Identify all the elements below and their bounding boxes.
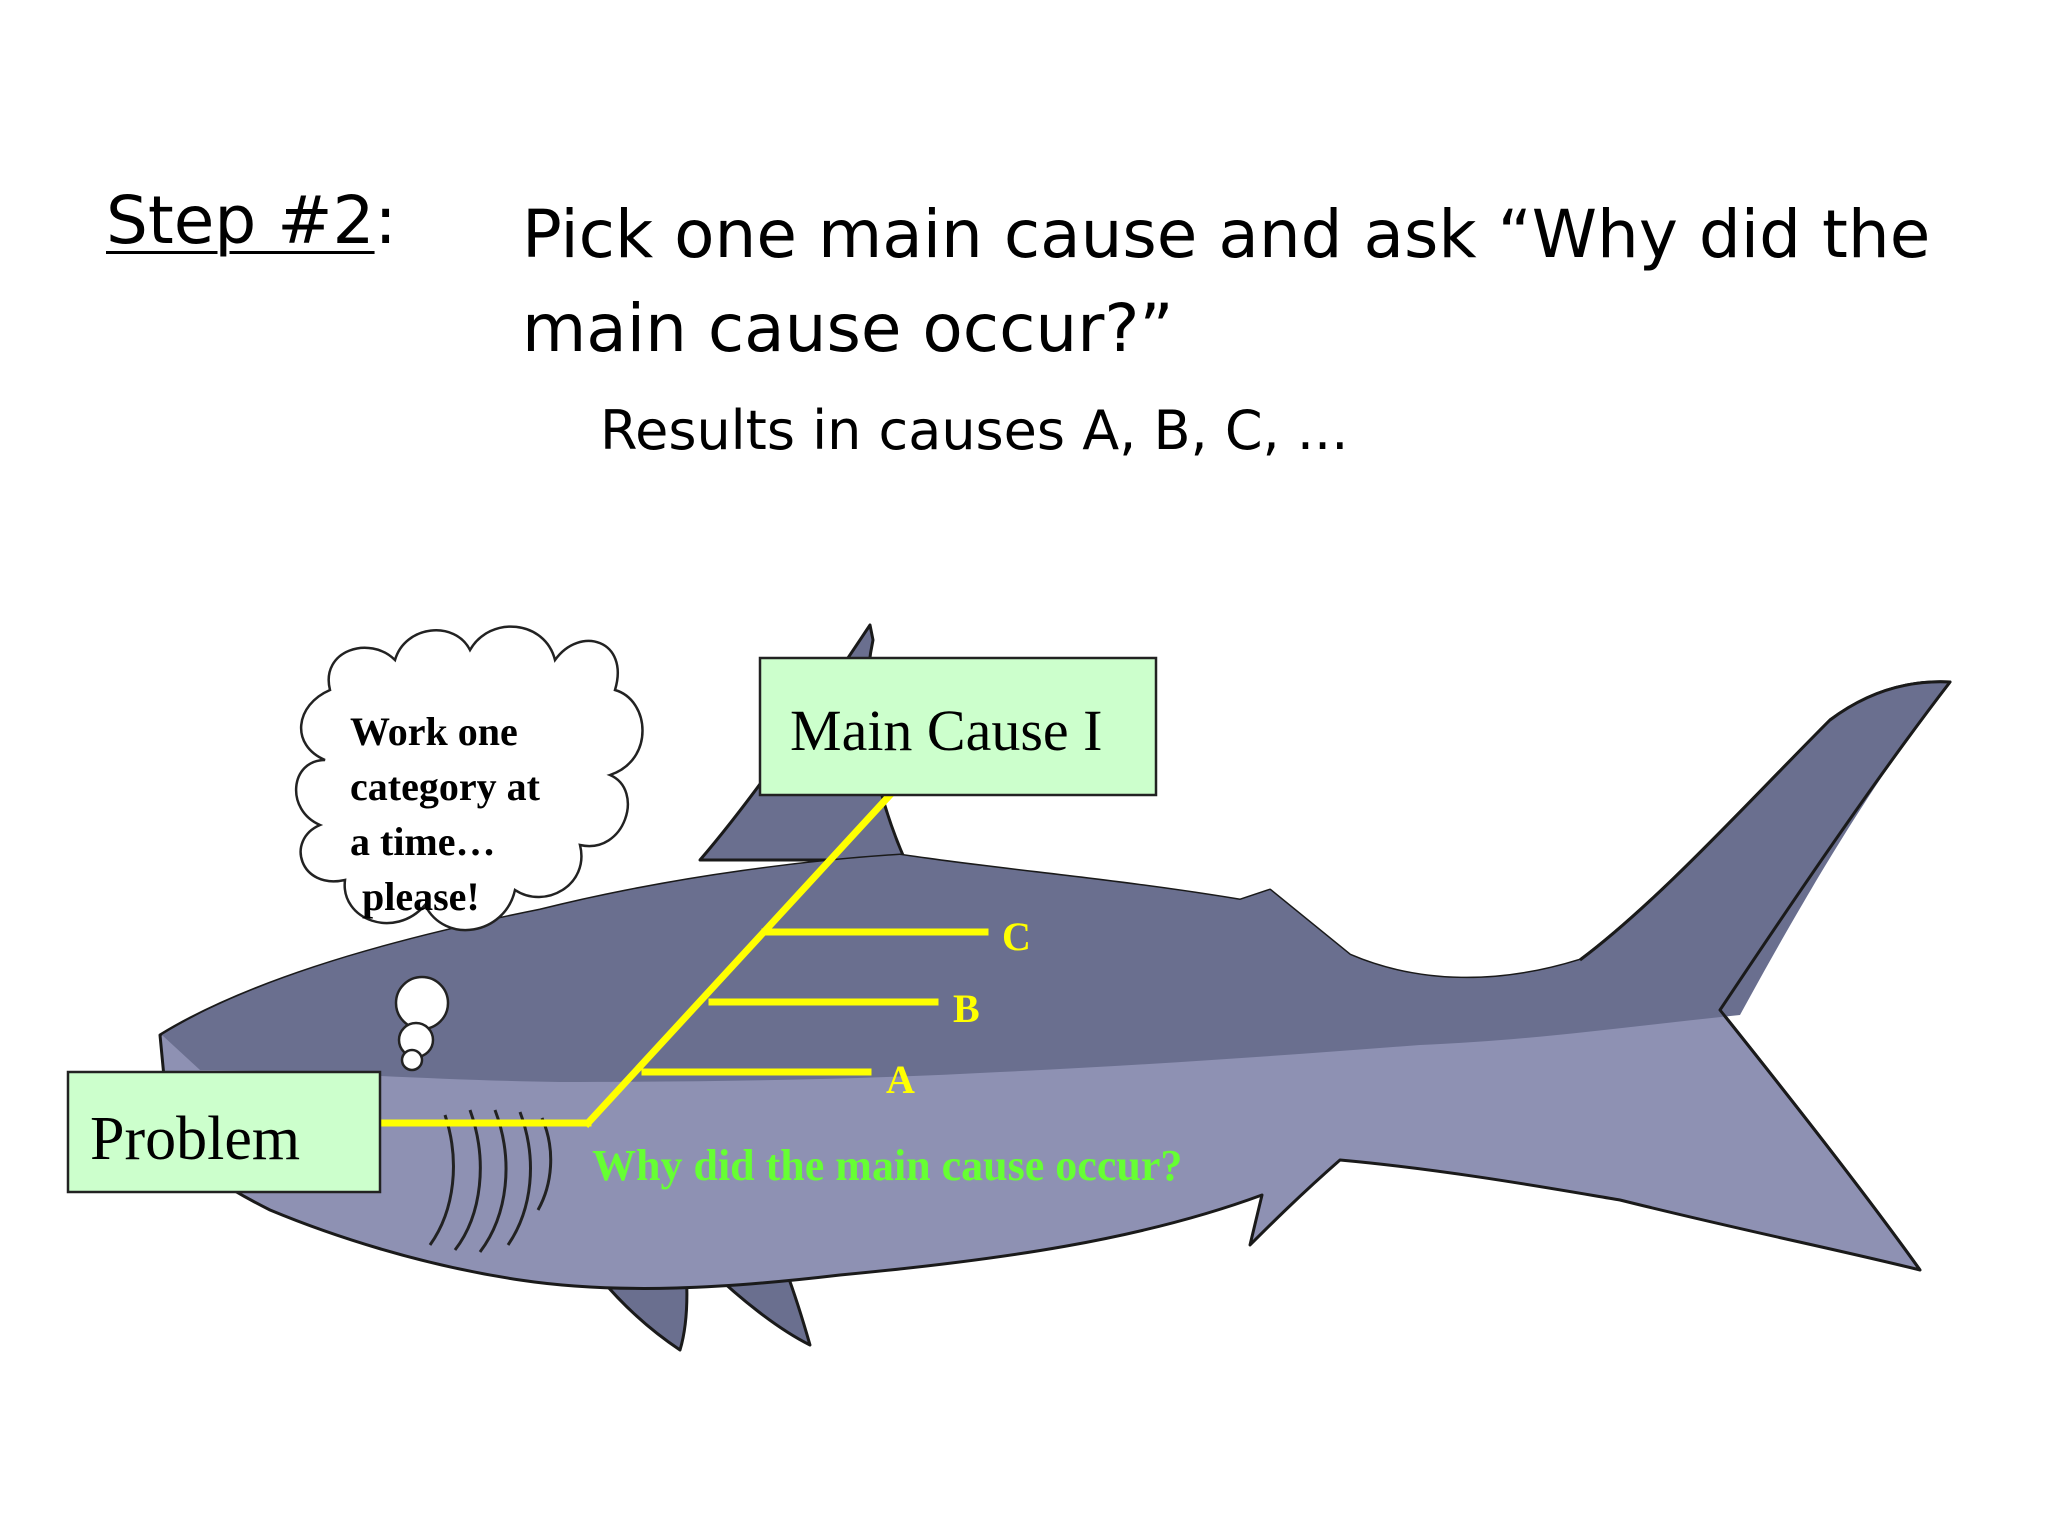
thought-dot-large [394,975,450,1031]
sub-cause-label-c: C [1002,914,1031,959]
problem-label: Problem [90,1105,300,1173]
thought-line-2: category at [350,764,541,809]
step-label: Step #2: [106,188,397,254]
results-text: Results in causes A, B, C, ... [600,399,1349,462]
step-instruction-line-1: Pick one main cause and ask “Why did the [522,196,1931,273]
main-cause-bone [583,790,895,1128]
shark-gills [428,1109,553,1253]
thought-cloud [295,625,644,932]
thought-line-1: Work one [350,709,518,754]
thought-bubble [295,625,644,1072]
fishbone-lines [378,790,989,1128]
step-instruction-line-2: main cause occur?” [522,290,1174,367]
sub-cause-label-a: A [886,1057,915,1102]
step-colon: : [374,182,397,259]
problem-box: Problem [66,1070,382,1194]
step-number: Step #2 [106,182,375,259]
why-question: Why did the main cause occur? [592,1141,1182,1190]
thought-dot-small [400,1048,424,1072]
thought-line-4: please! [362,874,480,919]
main-cause-box: Main Cause I [758,656,1158,797]
thought-line-3: a time… [350,819,496,864]
step-instruction: Pick one main cause and ask “Why did the… [522,188,1982,376]
main-cause-label: Main Cause I [790,698,1103,763]
shark-back [162,681,1950,1082]
sub-cause-label-b: B [953,986,980,1031]
